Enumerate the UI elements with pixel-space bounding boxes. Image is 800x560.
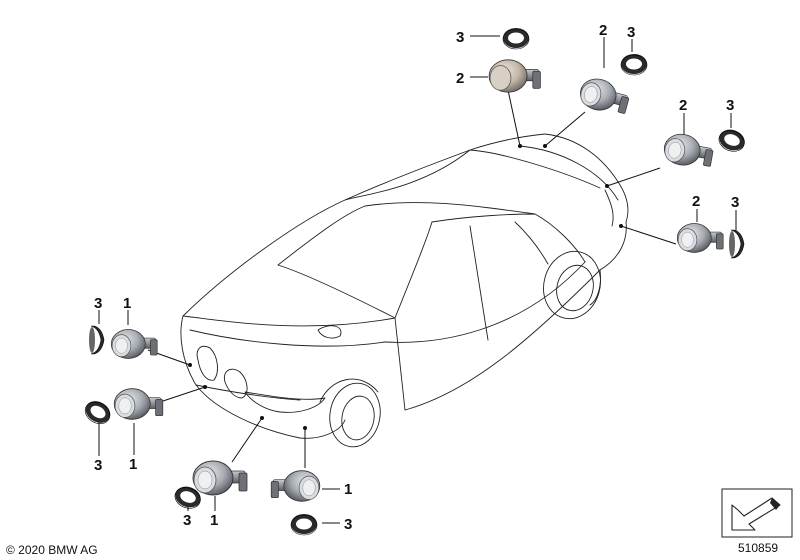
- sensor-part: [576, 74, 633, 118]
- sensor-part: [661, 131, 716, 171]
- seal-ring-part: [715, 125, 748, 156]
- callout-number: 3: [731, 194, 739, 211]
- car-outline: [180, 133, 629, 448]
- callout-number: 3: [94, 457, 102, 474]
- seal-ring-part: [80, 396, 115, 429]
- callout-number: 3: [94, 295, 102, 312]
- callout-number: 3: [726, 97, 734, 114]
- sensor-part: [488, 59, 541, 93]
- callout-number: 2: [599, 22, 607, 39]
- arrow-view-icon: [721, 488, 793, 538]
- sensor-part: [113, 388, 164, 420]
- callout-number: 2: [456, 70, 464, 87]
- callout-number: 1: [123, 295, 131, 312]
- sensor-part: [110, 329, 158, 359]
- seal-ring-part: [88, 325, 105, 355]
- attachment-points: [188, 144, 623, 430]
- callout-number: 1: [210, 512, 218, 529]
- sensor-part: [676, 223, 724, 253]
- sensor-part: [192, 460, 248, 496]
- callout-number: 2: [679, 97, 687, 114]
- callout-number: 3: [627, 24, 635, 41]
- callout-number: 1: [129, 456, 137, 473]
- callout-number: 3: [183, 512, 191, 529]
- callout-number: 3: [456, 29, 464, 46]
- seal-ring-part: [620, 53, 648, 76]
- seal-ring-part: [502, 27, 530, 50]
- sensor-part: [270, 470, 321, 502]
- callout-number: 2: [692, 193, 700, 210]
- seal-ring-part: [728, 229, 745, 259]
- copyright-text: © 2020 BMW AG: [6, 543, 98, 557]
- callout-number: 3: [344, 516, 352, 533]
- callout-number: 1: [344, 481, 352, 498]
- callout-labels: 3 2 2 3 2 3 2 3 3 1 3 1 1 3 1 3: [94, 22, 739, 533]
- diagram-id: 510859: [738, 541, 779, 555]
- leader-lines: [98, 35, 737, 524]
- seal-ring-part: [290, 513, 318, 536]
